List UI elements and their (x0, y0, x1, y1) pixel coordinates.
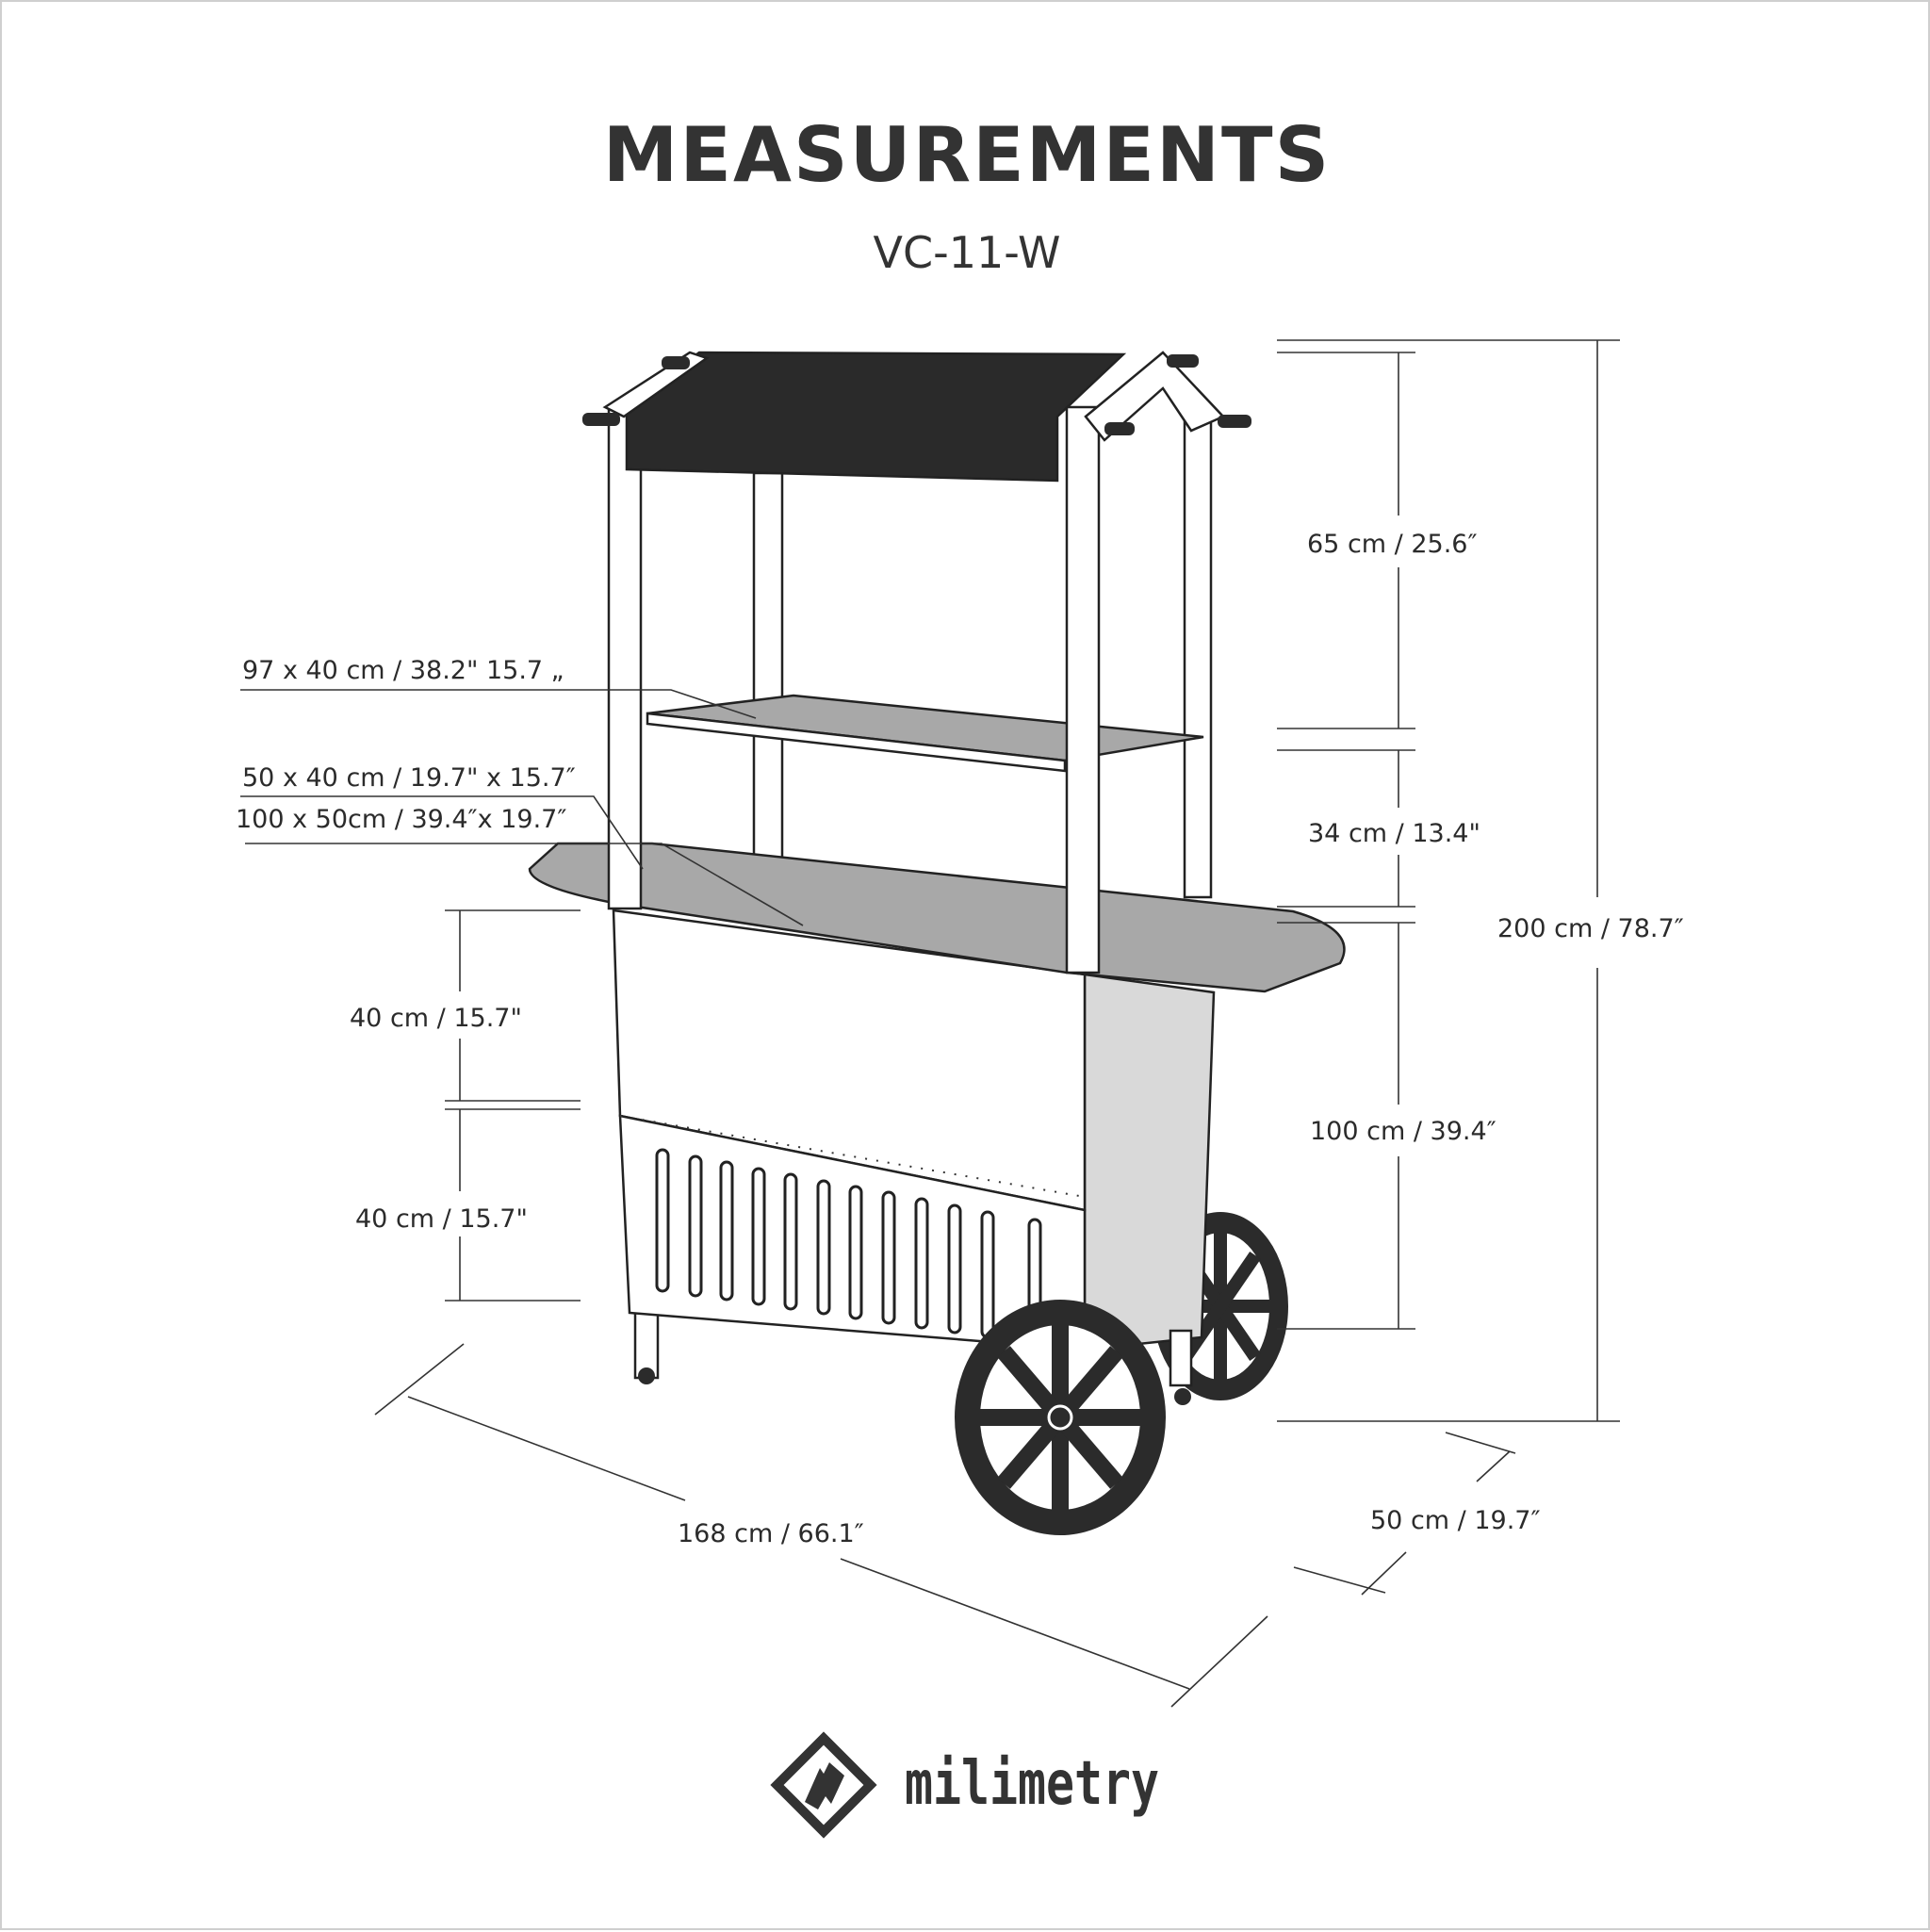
front-wheel (955, 1300, 1166, 1535)
label-depth: 50 cm / 19.7″ (1370, 1506, 1541, 1535)
rear-right-leg (1169, 1329, 1193, 1387)
label-side-shelf: 50 x 40 cm / 19.7" x 15.7″ (242, 763, 576, 793)
dimension-labels: 65 cm / 25.6″ 34 cm / 13.4" 200 cm / 78.… (236, 530, 1684, 1548)
label-shelf-gap: 34 cm / 13.4" (1308, 819, 1480, 848)
rear-left-post (752, 471, 784, 871)
label-counter-top: 100 x 50cm / 39.4″x 19.7″ (236, 805, 566, 834)
counter-top (528, 842, 1346, 993)
brand-logo-mark (770, 1731, 877, 1839)
side-panel (1083, 973, 1216, 1351)
label-top-shelf: 97 x 40 cm / 38.2" 15.7 „ (242, 656, 564, 685)
label-total-height: 200 cm / 78.7″ (1497, 914, 1684, 943)
dimension-lines (240, 339, 1620, 1708)
label-upper-panel: 40 cm / 15.7" (350, 1004, 522, 1033)
model-code: VC-11-W (874, 227, 1061, 278)
roof-rods (582, 354, 1251, 435)
rear-right-post (1183, 405, 1213, 899)
brand-name: milimetry (905, 1749, 1159, 1819)
canopy (625, 351, 1127, 483)
label-width: 168 cm / 66.1″ (678, 1519, 864, 1548)
front-left-post (607, 407, 643, 910)
label-canopy-height: 65 cm / 25.6″ (1307, 530, 1478, 559)
cart-illustration (528, 351, 1346, 1535)
label-counter-height: 100 cm / 39.4″ (1310, 1117, 1497, 1146)
vent-slots (655, 1148, 1042, 1344)
label-lower-panel: 40 cm / 15.7" (355, 1204, 528, 1234)
brand-logo: milimetry (770, 1731, 1159, 1839)
page-title: MEASUREMENTS (603, 111, 1331, 199)
front-right-post (1065, 405, 1101, 974)
